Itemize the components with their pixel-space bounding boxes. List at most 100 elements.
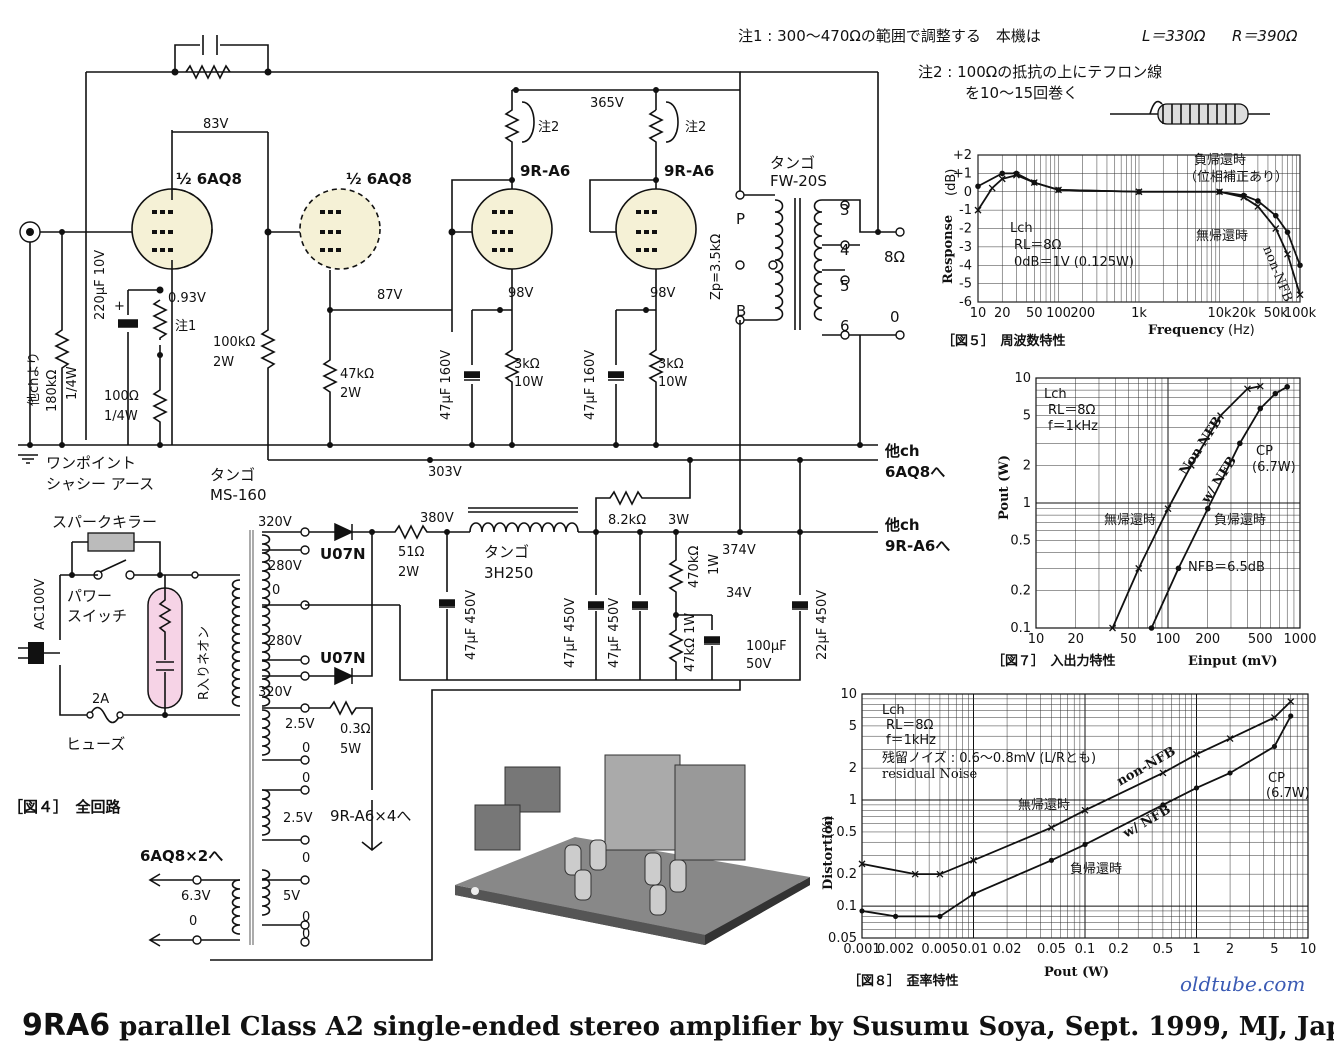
fig7-ytick: 1 — [1023, 496, 1031, 511]
fig8-ytick: 0.1 — [836, 899, 857, 914]
c47e-label: 47μF 450V — [607, 598, 622, 668]
fig7-point — [1257, 405, 1264, 412]
neon-lamp-icon — [147, 575, 183, 715]
fig8-point — [911, 870, 919, 878]
fig5-point — [1272, 225, 1280, 232]
fig8-point — [859, 908, 865, 914]
r47k1w-label: 47kΩ 1W — [683, 613, 698, 672]
fig4-label: ［図４］ 全回路 — [8, 798, 122, 816]
chu2-b: 注2 — [685, 120, 706, 135]
choke-label-2: 3H250 — [484, 564, 533, 582]
other-ch-1: 他ch — [884, 442, 920, 460]
fig8-legend-2: RL＝8Ω — [886, 718, 934, 733]
ground-label-1: ワンポイント — [46, 454, 136, 472]
v303-label: 303V — [428, 465, 462, 480]
fig8-xtick: 0.2 — [1108, 942, 1129, 957]
fig5-point — [1284, 250, 1291, 258]
fig8-fu: 負帰還時 — [1070, 861, 1122, 877]
tube-1-label: ½ 6AQ8 — [176, 170, 242, 188]
z0f-label: 0 — [302, 910, 310, 925]
fig7-xtick: 200 — [1195, 632, 1220, 647]
r51-label: 51Ω — [398, 545, 425, 560]
fig5-ytick: -1 — [959, 203, 972, 218]
note-1-l: L＝330Ω — [1142, 27, 1206, 45]
fig5-xtick: 10 — [970, 306, 987, 321]
u07b-label: U07N — [320, 649, 366, 667]
fig7-io-chart: Pout (W) Einput (mV) ［図７］ 入出力特性 Lch RL＝8… — [992, 371, 1317, 669]
r47k-w: 2W — [340, 386, 361, 401]
footer-rest: parallel Class A2 single-ended stereo am… — [110, 1012, 1334, 1042]
r3ka-label: 3kΩ — [514, 357, 540, 372]
fig5-point — [998, 175, 1006, 183]
z0a-label: 0 — [272, 583, 280, 598]
ra6x4-label: 9R-A6×4へ — [330, 807, 411, 825]
fig5-yunit: (dB) — [944, 169, 959, 196]
fig7-ytick: 10 — [1014, 371, 1031, 386]
neon-label: R入りネオン — [197, 626, 212, 700]
fig8-point — [936, 870, 944, 878]
cap220-plus: + — [114, 299, 125, 314]
power-label-1: パワー — [67, 587, 112, 605]
fig7-point — [1187, 461, 1195, 469]
fig8-xtick: 0.01 — [959, 942, 988, 957]
fig7-point — [1272, 390, 1279, 397]
r82k-label: 8.2kΩ — [608, 513, 646, 528]
ac-plug-icon — [18, 642, 60, 664]
tube-9ra6-a — [471, 180, 553, 310]
fig8-ytick: 5 — [849, 719, 857, 734]
v320b-label: 320V — [258, 685, 292, 700]
fig5-xunit: (Hz) — [1228, 323, 1255, 338]
fw20s-label: FW-20S — [770, 172, 827, 190]
t5-label: 5 — [840, 277, 850, 295]
r100k-label: 100kΩ — [213, 335, 255, 350]
fig7-point — [1256, 382, 1264, 390]
power-transformer-icon — [231, 530, 271, 945]
c47d-label: 47μF 450V — [563, 598, 578, 668]
fig5-point — [1216, 188, 1223, 196]
v093-label: 0.93V — [168, 291, 206, 306]
fig5-nfb-2: （位相補正あり） — [1184, 170, 1288, 185]
choke-icon — [468, 507, 579, 533]
fig7-xtick: 20 — [1067, 632, 1084, 647]
fig7-point — [1204, 505, 1211, 512]
r3kb-label: 3kΩ — [658, 357, 684, 372]
tube-6aq8-b — [299, 188, 381, 310]
note-2a: 注2 : 100Ωの抵抗の上にテフロン線 — [918, 63, 1162, 81]
fig8-xtick: 1 — [1192, 942, 1200, 957]
fig5-xtick: 100 — [1046, 306, 1071, 321]
diode-u07n-a-icon — [334, 522, 354, 542]
fig8-xtick: 0.1 — [1075, 942, 1096, 957]
fig8-legend-3: f＝1kHz — [886, 733, 936, 748]
fig7-legend-2: RL＝8Ω — [1048, 403, 1096, 418]
fig8-point — [1160, 802, 1166, 808]
note-1: 注1 : 300～470Ωの範囲で調整する 本機は — [738, 27, 1041, 45]
r03-label: 0.3Ω — [340, 722, 371, 737]
spark-killer-icon — [87, 532, 135, 552]
power-label-2: スイッチ — [67, 607, 127, 625]
fig7-ytick: 0.1 — [1010, 621, 1031, 636]
amplifier-schematic: ½ 6AQ8 ½ 6AQ8 9R-A6 9R-A6 83V 100kΩ 2W 3… — [18, 35, 945, 530]
note-1-r: R＝390Ω — [1232, 27, 1298, 45]
fig5-ytick: +1 — [953, 166, 972, 181]
fig8-point — [892, 913, 899, 919]
z0c-label: 0 — [302, 741, 310, 756]
fig7-ytick: 0.2 — [1010, 583, 1031, 598]
fig8-ylabel: Distortion — [821, 815, 836, 890]
choke-label-1: タンゴ — [484, 543, 529, 561]
fig5-point — [1284, 229, 1291, 235]
r03-w: 5W — [340, 742, 361, 757]
fig7-wnfb: w/ NFB — [1198, 454, 1240, 507]
v374-label: 374V — [722, 543, 756, 558]
ground-label-2: シャシー アース — [46, 475, 154, 493]
r100-w: 1/4W — [104, 409, 138, 424]
input-label: 他chより — [27, 352, 42, 406]
fig8-xtick: 0.02 — [993, 942, 1022, 957]
fig8-xtick: 10 — [1300, 942, 1317, 957]
fig5-point — [1030, 179, 1038, 187]
fig5-legend-2: RL＝8Ω — [1014, 238, 1062, 253]
fig5-xtick: 1k — [1131, 306, 1147, 321]
power-supply-schematic: タンゴ MS-160 スパークキラー パワー スイッチ AC100V 2A ヒュ… — [8, 460, 950, 961]
fig8-distortion-chart: Distortion (%) Pout (W) ［図８］ 歪率特性 Lch RL… — [821, 687, 1316, 989]
output-transformer-icon — [774, 198, 823, 330]
r470k-w: 1W — [707, 554, 722, 575]
